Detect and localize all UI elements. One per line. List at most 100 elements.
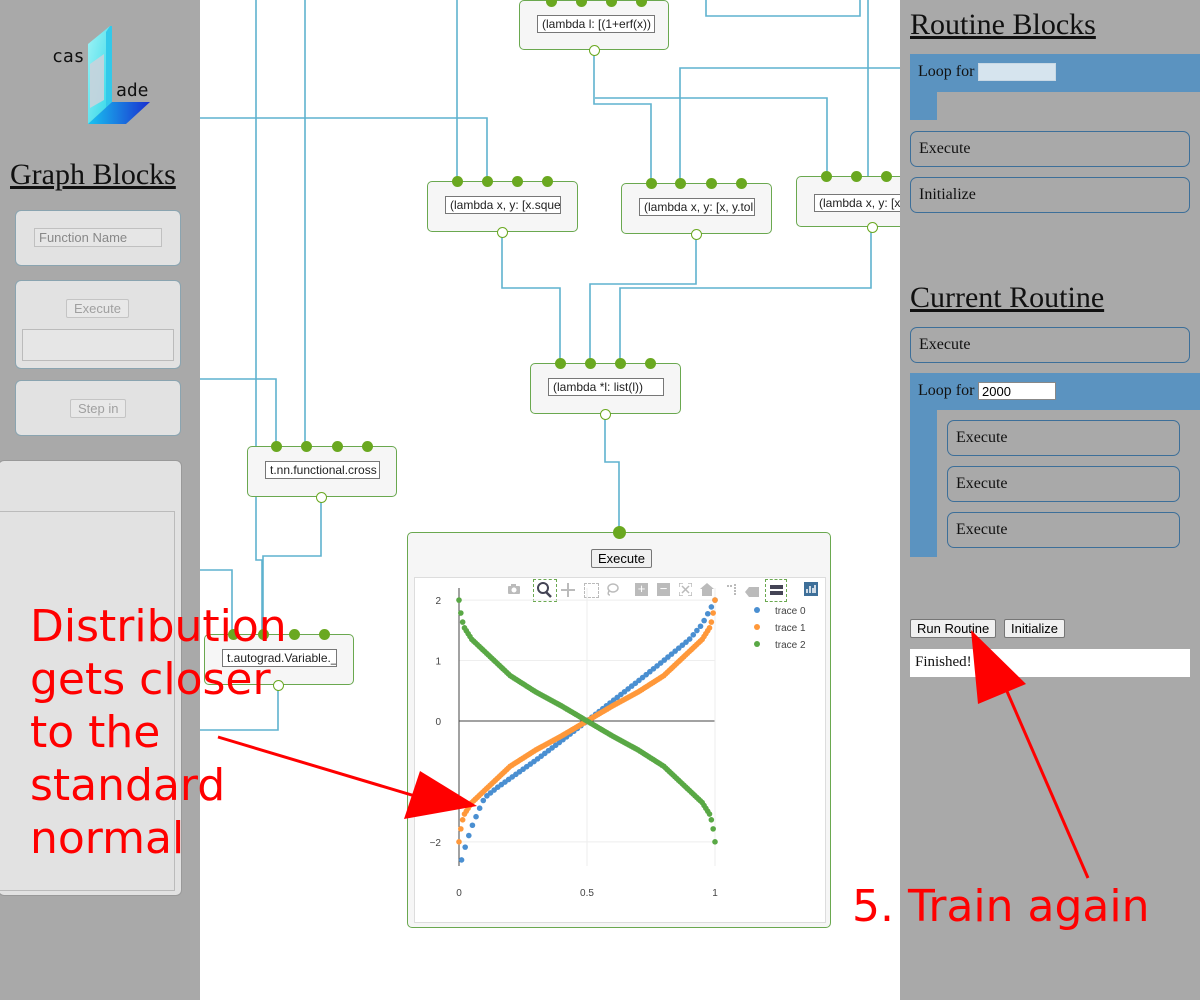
data-point [456,839,462,845]
edge-6 [200,117,488,180]
plot-execute-button[interactable]: Execute [591,549,652,568]
box-select-icon[interactable] [584,583,599,598]
input-port[interactable] [606,0,617,7]
spike-icon[interactable] [725,583,737,596]
input-port[interactable] [613,526,626,539]
camera-icon[interactable] [507,582,521,596]
input-port[interactable] [271,441,282,452]
current-routine-execute[interactable]: Execute [910,327,1190,363]
node-cross-entropy[interactable]: t.nn.functional.cross [247,441,397,503]
node-squeeze[interactable]: (lambda x, y: [x.sque [427,176,578,238]
input-port[interactable] [542,176,553,187]
home-icon[interactable] [700,583,714,596]
execute-button-disabled[interactable]: Execute [66,299,129,318]
node-function-field[interactable]: (lambda x, y: [x, y.tol [639,198,755,216]
input-port[interactable] [615,358,626,369]
input-port[interactable] [482,176,493,187]
zoom-icon[interactable] [533,579,557,602]
data-point [712,597,718,603]
logo-text-top: cas [52,46,85,67]
plot-area[interactable]: + − [414,577,826,923]
input-port[interactable] [546,0,557,7]
node-function-field[interactable]: (lambda l: [(1+erf(x)) [537,15,655,33]
node-tolist[interactable]: (lambda x, y: [x, y.tol [621,178,772,240]
input-port[interactable] [289,629,300,640]
edge-12 [679,67,900,180]
initialize-button[interactable]: Initialize [1004,619,1065,638]
data-point [686,636,693,642]
data-point [466,832,472,839]
output-port[interactable] [316,492,327,503]
input-port[interactable] [851,171,862,182]
lasso-icon[interactable] [605,582,619,596]
node-list[interactable]: (lambda *l: list(l)) [530,358,681,420]
loop-inner-execute-2[interactable]: Execute [947,466,1180,502]
node-function-field[interactable]: t.nn.functional.cross [265,461,380,479]
input-port[interactable] [332,441,343,452]
input-port[interactable] [319,629,330,640]
input-port[interactable] [301,441,312,452]
hover-compare-icon[interactable] [765,579,787,602]
input-port[interactable] [675,178,686,189]
input-port[interactable] [452,176,463,187]
input-port[interactable] [636,0,647,7]
loop-count-input[interactable]: 2000 [978,382,1056,400]
input-port[interactable] [512,176,523,187]
node-erf[interactable]: (lambda l: [(1+erf(x)) [519,0,669,56]
pan-icon[interactable] [561,583,575,597]
cascade-logo: cas ade [50,24,150,126]
function-block[interactable]: Function Name [15,210,181,266]
input-port[interactable] [362,441,373,452]
input-port[interactable] [258,629,269,640]
loop-block-template[interactable]: Loop for [910,54,1200,92]
step-in-button[interactable]: Step in [70,399,127,418]
execute-block[interactable]: Execute [15,280,181,369]
current-routine-heading: Current Routine [910,281,1105,314]
data-point [458,826,464,832]
routine-block-initialize[interactable]: Initialize [910,177,1190,213]
loop-count-input-empty[interactable] [978,63,1056,81]
input-port[interactable] [645,358,656,369]
node-function-field[interactable]: (lambda x, y: [x.sque [445,196,561,214]
input-port[interactable] [228,629,239,640]
node-function-field[interactable]: t.autograd.Variable._ [222,649,337,667]
input-port[interactable] [576,0,587,7]
output-port[interactable] [273,680,284,691]
output-port[interactable] [867,222,878,233]
output-port[interactable] [600,409,611,420]
node-function-field[interactable]: (lambda x, y: [x [814,194,900,212]
node-plot[interactable]: Execute + − [407,526,831,928]
input-port[interactable] [881,171,892,182]
output-port[interactable] [589,45,600,56]
input-port[interactable] [585,358,596,369]
annotation-line: normal [30,813,185,864]
node-function-field[interactable]: (lambda *l: list(l)) [548,378,664,396]
output-port[interactable] [691,229,702,240]
input-port[interactable] [821,171,832,182]
current-loop-block[interactable]: Loop for 2000 [910,373,1200,410]
graph-canvas[interactable]: (lambda l: [(1+erf(x)) (lambda x, y: [x.… [200,0,900,1000]
data-point [704,610,711,617]
step-in-block[interactable]: Step in [15,380,181,436]
edge-8 [200,569,233,640]
zoom-in-icon[interactable]: + [635,582,648,596]
legend-marker [754,624,760,630]
loop-inner-execute-3[interactable]: Execute [947,512,1180,548]
edge-17 [262,500,322,640]
input-port[interactable] [646,178,657,189]
run-routine-button[interactable]: Run Routine [910,619,997,638]
y-tick-label: −2 [430,838,442,849]
input-port[interactable] [555,358,566,369]
routine-block-execute[interactable]: Execute [910,131,1190,167]
node-third[interactable]: (lambda x, y: [x [796,171,900,233]
input-port[interactable] [706,178,717,189]
loop-inner-execute-1[interactable]: Execute [947,420,1180,456]
hover-closest-icon[interactable] [745,584,759,597]
node-variable[interactable]: t.autograd.Variable._ [204,629,354,691]
function-name-input[interactable]: Function Name [34,228,162,247]
zoom-out-icon[interactable]: − [657,582,670,596]
output-port[interactable] [497,227,508,238]
plotly-logo-icon[interactable] [804,582,818,596]
input-port[interactable] [736,178,747,189]
